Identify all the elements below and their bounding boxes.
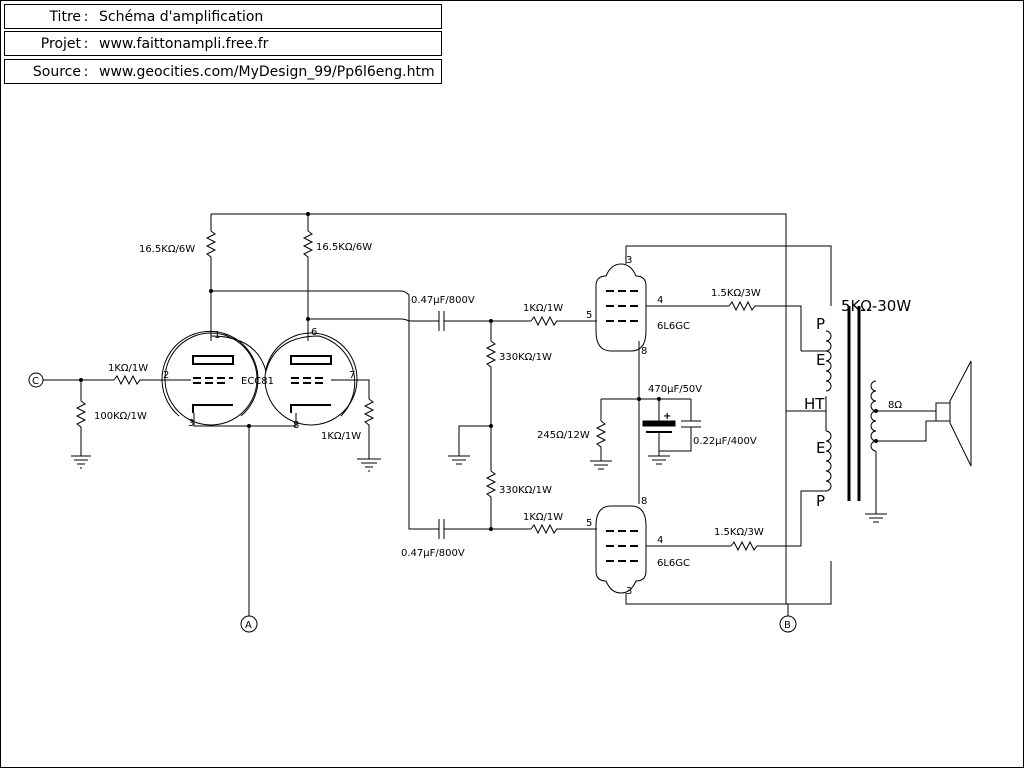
speaker-cone [949,360,972,467]
label-r-grid-in: 1KΩ/1W [108,363,148,374]
resistor-cath2 [363,398,375,459]
t1-pin-8: 8 [641,346,647,357]
label-r-g1-bot: 1KΩ/1W [523,512,563,523]
tap-e2: E [816,439,825,457]
pin-2: 2 [163,370,169,381]
label-cap-elec: 470µF/50V [648,384,702,395]
source-value: www.geocities.com/MyDesign_99/Pp6l6eng.h… [99,63,435,80]
t2-pin-5: 5 [586,518,592,529]
pin-7: 7 [349,370,355,381]
label-r-screen-top: 1.5KΩ/3W [711,288,761,299]
tap-e1: E [816,351,825,369]
label-r-gl-bot: 330KΩ/1W [499,485,552,496]
title-key: Titre [49,8,81,25]
t2-pin-3: 3 [626,586,632,597]
tap-ht: HT [804,395,825,413]
t1-pin-4: 4 [657,295,663,306]
resistor-grid-leak-bot [485,470,497,529]
project-value: www.faittonampli.free.fr [99,35,269,52]
node-b: B [784,620,791,631]
tap-p2: P [816,492,825,510]
project-key: Projet [40,35,81,52]
label-r-gl-top: 330KΩ/1W [499,352,552,363]
source-key: Source [32,63,81,80]
pin-3: 3 [188,418,194,429]
resistor-g1-top [530,315,597,327]
resistor-screen-bot [730,531,802,552]
t2-pin-4: 4 [657,535,663,546]
label-cap-byp: 0.22µF/400V [693,436,757,447]
resistor-screen-top [728,300,791,312]
project-colon: : [83,35,89,52]
speaker-magnet [935,402,951,422]
ecc81-envelope [161,330,356,417]
label-cap-top: 0.47µF/800V [411,295,475,306]
title-colon: : [83,8,89,25]
label-r-cathode: 245Ω/12W [537,430,590,441]
cap-plus-sign: + [663,411,671,422]
project-row: Projet : www.faittonampli.free.fr [4,31,442,56]
title-value: Schéma d'amplification [99,8,264,25]
label-cap-bot: 0.47µF/800V [401,548,465,559]
label-tube-bot: 6L6GC [657,558,690,569]
t1-pin-5: 5 [586,310,592,321]
label-r-plate2: 16.5KΩ/6W [316,242,372,253]
label-r-screen-bot: 1.5KΩ/3W [714,527,764,538]
label-tube-top: 6L6GC [657,321,690,332]
pin-8: 8 [293,420,299,431]
6l6-bot-envelope [595,505,647,594]
title-row: Titre : Schéma d'amplification [4,4,442,29]
6l6-top-envelope [595,263,647,352]
resistor-grid-in [113,374,191,386]
resistor-plate2 [302,230,314,319]
resistor-g1-bot [530,523,597,535]
source-colon: : [83,63,89,80]
node-c: C [32,376,39,387]
resistor-cathode [595,420,607,461]
label-r-plate1: 16.5KΩ/6W [139,244,195,255]
resistor-plate1 [205,230,217,291]
label-spk: 8Ω [888,400,902,411]
pin-6: 6 [311,327,317,338]
tap-p1: P [816,315,825,333]
label-r-grid-leak: 100KΩ/1W [94,411,147,422]
transformer-primary [825,330,832,492]
node-a: A [245,620,252,631]
label-r-g1-top: 1KΩ/1W [523,303,563,314]
resistor-grid-leak-top [458,340,497,456]
t2-pin-8: 8 [641,496,647,507]
pin-1: 1 [214,330,220,341]
label-tube-driver: ECC81 [241,376,274,387]
label-xfmr: 5KΩ-30W [841,297,911,315]
label-r-cath2: 1KΩ/1W [321,431,361,442]
t1-pin-3: 3 [626,255,632,266]
resistor-grid-leak [75,400,87,456]
source-row: Source : www.geocities.com/MyDesign_99/P… [4,59,442,84]
